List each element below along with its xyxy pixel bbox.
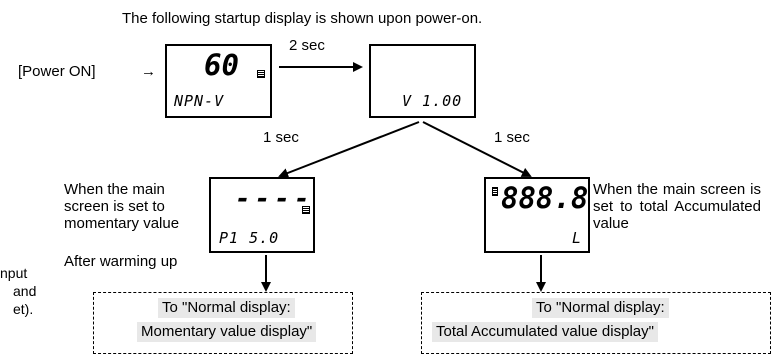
total-indicator-icon bbox=[492, 187, 498, 196]
timing-label-left: 1 sec bbox=[263, 129, 299, 146]
lcd-total-top-value: 888.8 bbox=[501, 181, 589, 215]
unit-indicator-icon bbox=[257, 70, 265, 78]
note-momentary: When the main screen is set to momentary… bbox=[64, 181, 180, 232]
left-edge-note-1: nput bbox=[0, 265, 28, 281]
power-on-arrow: → bbox=[141, 63, 156, 80]
lcd-initial-screen: 60 NPN-V bbox=[165, 44, 272, 118]
arrow-version-to-momentary bbox=[278, 121, 420, 178]
intro-text: The following startup display is shown u… bbox=[122, 10, 483, 27]
lcd-momentary-screen: ---- P1 5.0 bbox=[209, 177, 315, 253]
timing-label-right: 1 sec bbox=[494, 129, 530, 146]
lcd-total-screen: 888.8 L bbox=[484, 177, 590, 253]
lcd-version-bottom-value: V 1.00 bbox=[402, 92, 463, 110]
lcd-initial-top-value: 60 bbox=[204, 48, 239, 82]
destination-momentary-line1: To "Normal display: bbox=[158, 298, 295, 318]
lcd-momentary-bottom-value: P1 5.0 bbox=[219, 229, 280, 247]
destination-momentary-box: To "Normal display: Momentary value disp… bbox=[93, 292, 353, 354]
lcd-initial-bottom-value: NPN-V bbox=[174, 92, 225, 110]
note-total: When the main screen is set to total Acc… bbox=[593, 181, 761, 232]
lcd-total-bottom-value: L bbox=[572, 229, 583, 247]
destination-total-line1: To "Normal display: bbox=[532, 298, 669, 318]
power-on-label: [Power ON] bbox=[18, 63, 96, 80]
lcd-momentary-top-value: ---- bbox=[235, 184, 314, 214]
lcd-version-screen: V 1.00 bbox=[369, 44, 476, 118]
destination-momentary-line2: Momentary value display" bbox=[137, 322, 317, 342]
note-warming-up: After warming up bbox=[64, 253, 178, 270]
unit-indicator-icon bbox=[302, 206, 310, 214]
timing-label-first: 2 sec bbox=[289, 37, 325, 54]
left-edge-note-2: and bbox=[13, 283, 37, 299]
left-edge-note-3: et). bbox=[13, 301, 34, 317]
destination-total-line2: Total Accumulated value display" bbox=[432, 322, 658, 342]
arrow-version-to-total bbox=[422, 121, 532, 177]
destination-total-box: To "Normal display: Total Accumulated va… bbox=[421, 292, 771, 354]
